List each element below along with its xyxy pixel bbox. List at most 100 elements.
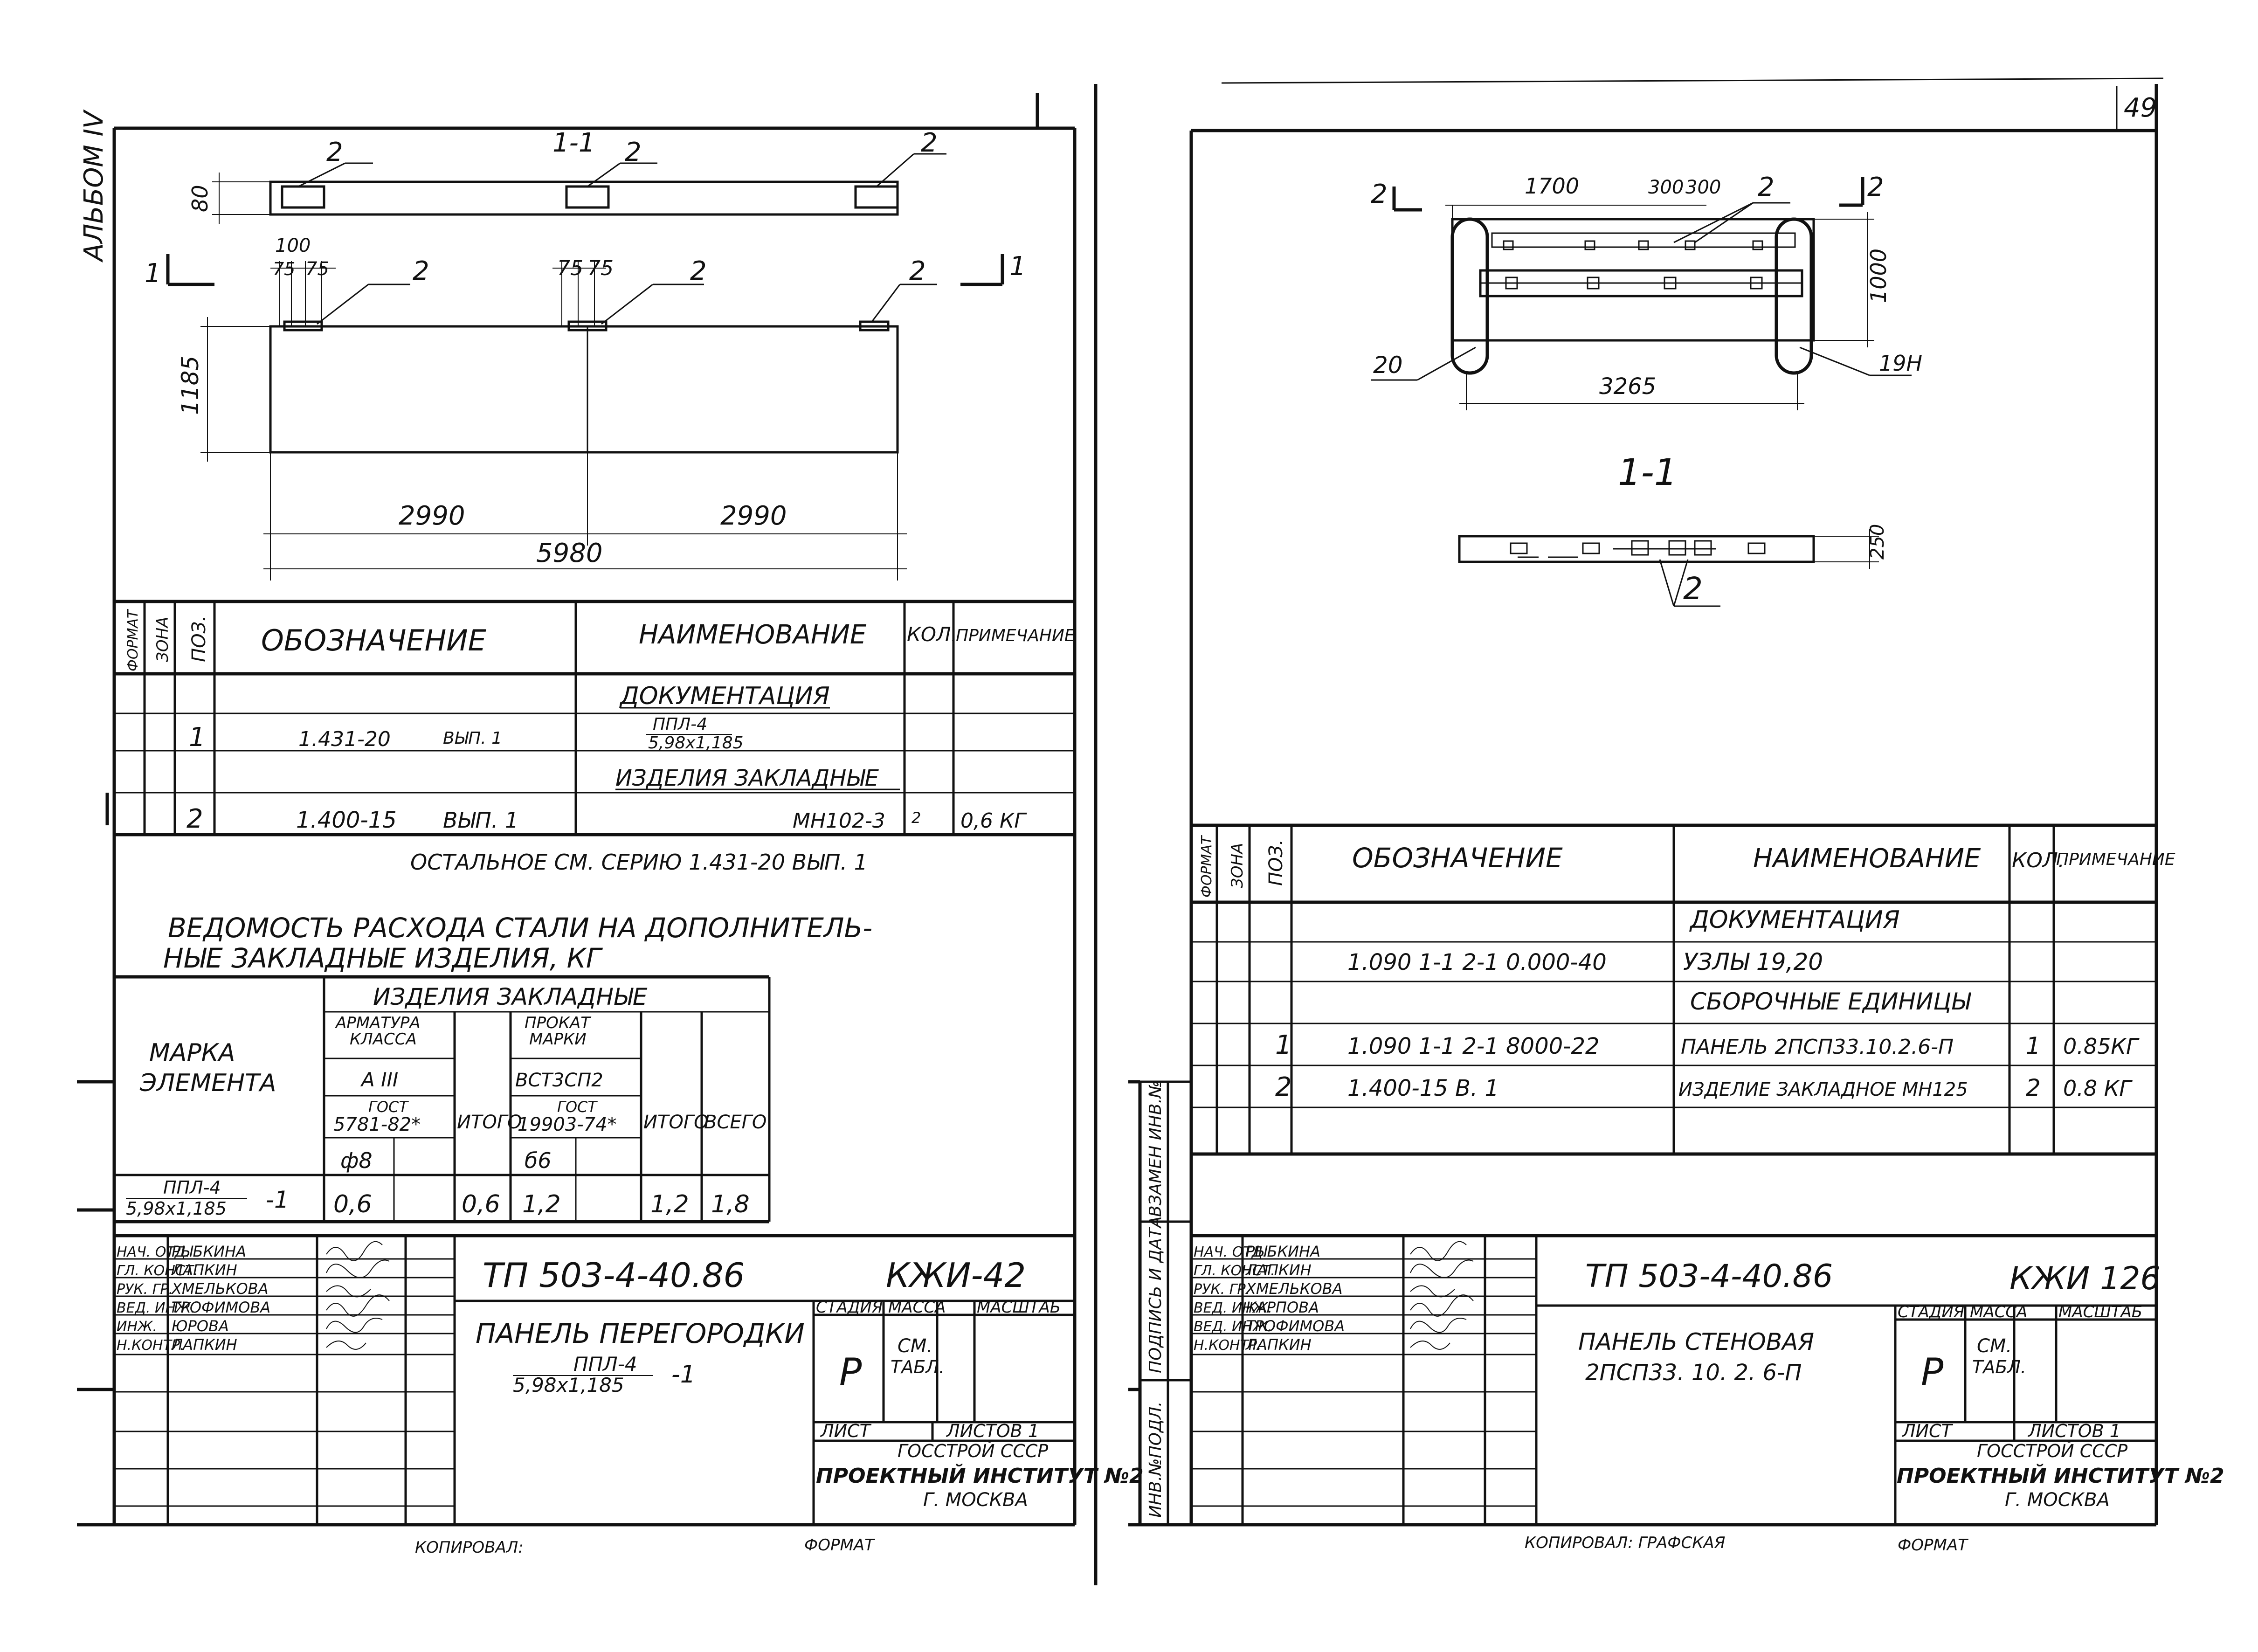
pos-label: 2	[326, 137, 343, 167]
signature	[326, 1318, 383, 1333]
rolled-dia: б6	[525, 1148, 552, 1173]
format-label: ФОРМАТ	[804, 1536, 875, 1555]
pos-label: 2	[1683, 571, 1703, 607]
dim-1000: 1000	[1866, 249, 1891, 303]
dim-300: 300	[1648, 177, 1684, 198]
row-name-bottom: 5,98х1,185	[648, 733, 744, 753]
pos-label: 2	[690, 256, 707, 286]
stamp-org: ГОССТРОЙ СССР	[1977, 1441, 2127, 1461]
grand-total-header: ВСЕГО	[704, 1112, 766, 1133]
left-sheet: АЛЬБОМ IV 2 2 2 1 -1	[77, 84, 1144, 1585]
row-pos: 2	[186, 804, 203, 834]
right-sheet: 49 2 2	[1128, 77, 2224, 1555]
stamp-org: ПРОЕКТНЫЙ ИНСТИТУТ №2	[816, 1463, 1144, 1488]
stamp-role: ИНЖ.	[117, 1319, 157, 1335]
stamp-role: РУК. ГР.	[117, 1281, 173, 1298]
stamp-stage: Р	[839, 1350, 862, 1394]
spec-footnote: ОСТАЛЬНОЕ СМ. СЕРИЮ 1.431-20 ВЫП. 1	[410, 850, 868, 875]
row-name: МН102-3	[793, 809, 885, 833]
node-label: 19Н	[1879, 351, 1922, 376]
right-plan-drawing: 2 2 1700 300	[1371, 172, 1922, 410]
cut-mark: 1	[145, 258, 161, 289]
stamp-title: ПАНЕЛЬ ПЕРЕГОРОДКИ	[476, 1318, 805, 1349]
stamp-name: РЫБКИНА	[1246, 1243, 1320, 1260]
row-issue: ВЫП. 1	[443, 808, 518, 833]
steel-mark-header: МАРКА	[149, 1039, 235, 1067]
col-qty: КОЛ.	[2012, 849, 2065, 872]
dim-3265: 3265	[1599, 373, 1656, 400]
stamp-org: ПРОЕКТНЫЙ ИНСТИТУТ №2	[1897, 1463, 2224, 1488]
row-designation: 1.431-20	[298, 727, 391, 751]
steel-row-suffix: -1	[266, 1186, 289, 1213]
row-pos: 1	[189, 722, 206, 753]
dim-75: 75	[305, 258, 329, 280]
steel-value: 1,8	[711, 1190, 750, 1218]
row-designation: 1.400-15	[296, 807, 397, 833]
signature	[326, 1341, 366, 1350]
signature	[1410, 1241, 1467, 1261]
rolled-mark: ВСТ3СП2	[515, 1070, 603, 1091]
col-pos: ПОЗ.	[1265, 839, 1287, 886]
signature	[1410, 1341, 1450, 1350]
col-qty: КОЛ.	[907, 623, 957, 646]
section-units: СБОРОЧНЫЕ ЕДИНИЦЫ	[1690, 988, 1971, 1015]
stamp-code: КЖИ 126	[2009, 1260, 2161, 1297]
stamp-mass-header: МАССА	[888, 1298, 946, 1317]
right-section-drawing: 1-1 250 2	[1458, 452, 1888, 607]
stamp-org: ГОССТРОЙ СССР	[898, 1441, 1048, 1461]
steel-group-header: ИЗДЕЛИЯ ЗАКЛАДНЫЕ	[373, 983, 648, 1010]
signature	[1410, 1294, 1474, 1317]
stamp-name: РЫБКИНА	[172, 1243, 246, 1260]
total-header: ИТОГО	[643, 1112, 709, 1133]
right-spec-table: ФОРМАТ ЗОНА ПОЗ. ОБОЗНАЧЕНИЕ НАИМЕНОВАНИ…	[1191, 823, 2175, 1156]
steel-value: 0,6	[333, 1190, 372, 1218]
rebar-gost: ГОСТ	[368, 1098, 409, 1116]
rolled-header: ПРОКАТ	[525, 1014, 591, 1032]
steel-value: 1,2	[522, 1190, 561, 1218]
steel-title-2: НЫЕ ЗАКЛАДНЫЕ ИЗДЕЛИЯ, КГ	[163, 942, 603, 974]
dim-100: 100	[275, 235, 311, 256]
signature	[326, 1259, 390, 1278]
stamp-role: ГЛ. КОНСТ.	[117, 1263, 198, 1279]
pos-label: 2	[625, 137, 642, 167]
stamp-sheets: ЛИСТОВ 1	[2027, 1421, 2121, 1441]
steel-row-mark: 5,98х1,185	[126, 1198, 227, 1219]
stamp-sheets: ЛИСТОВ 1	[946, 1421, 1039, 1441]
dim-75: 75	[273, 259, 295, 279]
album-label: АЛЬБОМ IV	[79, 109, 109, 263]
right-title-block: НАЧ. ОТД. ГЛ. КОНСТ. РУК. ГР. ВЕД. ИНЖ. …	[1191, 1234, 2224, 1555]
stamp-role: Н.КОНТР.	[1194, 1337, 1262, 1354]
col-pos: ПОЗ.	[188, 615, 210, 662]
stamp-title: 5,98х1,185	[513, 1374, 624, 1396]
steel-value: 1,2	[650, 1190, 689, 1218]
stamp-name: ЛАПКИН	[1245, 1336, 1312, 1354]
side-strip-label: ИНВ.№ПОДЛ.	[1146, 1401, 1165, 1518]
row-pos: 2	[1275, 1072, 1292, 1102]
stamp-stage: Р	[1921, 1350, 1944, 1394]
left-steel-table: ВЕДОМОСТЬ РАСХОДА СТАЛИ НА ДОПОЛНИТЕЛЬ- …	[114, 912, 872, 1223]
col-designation: ОБОЗНАЧЕНИЕ	[1352, 842, 1563, 874]
right-side-strip: ВЗАМЕН ИНВ.№ ПОДПИСЬ И ДАТА ИНВ.№ПОДЛ.	[1128, 1080, 1191, 1525]
signature	[1410, 1259, 1474, 1278]
stamp-name: ХМЕЛЬКОВА	[171, 1280, 269, 1298]
dim-total: 5980	[536, 538, 603, 568]
stamp-role: ГЛ. КОНСТ.	[1194, 1263, 1275, 1279]
section-docs: ДОКУМЕНТАЦИЯ	[1689, 906, 1900, 934]
stamp-stage-header: СТАДИЯ	[1898, 1303, 1964, 1321]
row-note: 0.85КГ	[2063, 1034, 2140, 1059]
left-title-block: НАЧ. ОТД. ГЛ. КОНСТ. РУК. ГР. ВЕД. ИНЖ. …	[114, 1234, 1144, 1557]
stamp-project: ТП 503-4-40.86	[483, 1256, 745, 1295]
col-zone: ЗОНА	[153, 617, 172, 662]
stamp-name: ЛАПКИН	[171, 1261, 237, 1279]
steel-value: 0,6	[462, 1190, 500, 1218]
stamp-name: ХМЕЛЬКОВА	[1245, 1280, 1343, 1298]
row-pos: 1	[1275, 1030, 1292, 1060]
rebar-class: А III	[360, 1068, 398, 1091]
pos-label: 2	[909, 256, 926, 286]
stamp-name: ЮРОВА	[172, 1317, 229, 1335]
steel-row-mark: ППЛ-4	[163, 1177, 221, 1198]
stamp-role: Н.КОНТР.	[117, 1337, 185, 1354]
page-number: 49	[2124, 93, 2157, 123]
dim-half: 2990	[399, 501, 465, 531]
